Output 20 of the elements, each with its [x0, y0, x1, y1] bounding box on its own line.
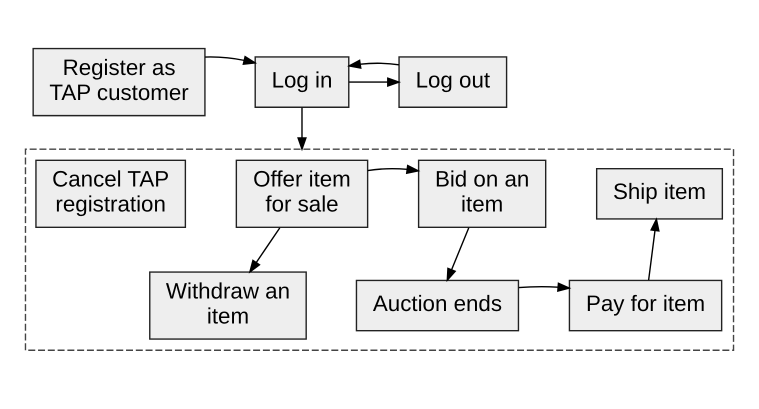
- arrow: [518, 282, 572, 292]
- node-box: Pay for item: [568, 279, 722, 331]
- arrow: [248, 227, 280, 274]
- arrow: [347, 58, 400, 68]
- node-box: Withdraw an item: [149, 270, 307, 340]
- node-box: Register as TAP customer: [32, 47, 206, 116]
- node-box: Ship item: [596, 168, 724, 220]
- arrow: [205, 54, 258, 64]
- node-box: Cancel TAP registration: [35, 159, 186, 228]
- arrow: [297, 107, 307, 151]
- cluster: [24, 148, 734, 350]
- arrow: [368, 164, 420, 174]
- arrow: [446, 227, 470, 282]
- node-box: Auction ends: [356, 279, 520, 331]
- arrow: [648, 216, 660, 280]
- node-box: Offer item for sale: [236, 159, 368, 228]
- arrow: [349, 76, 402, 86]
- node-box: Log in: [254, 56, 350, 108]
- node-box: Bid on an item: [418, 159, 546, 228]
- node-box: Log out: [398, 56, 508, 108]
